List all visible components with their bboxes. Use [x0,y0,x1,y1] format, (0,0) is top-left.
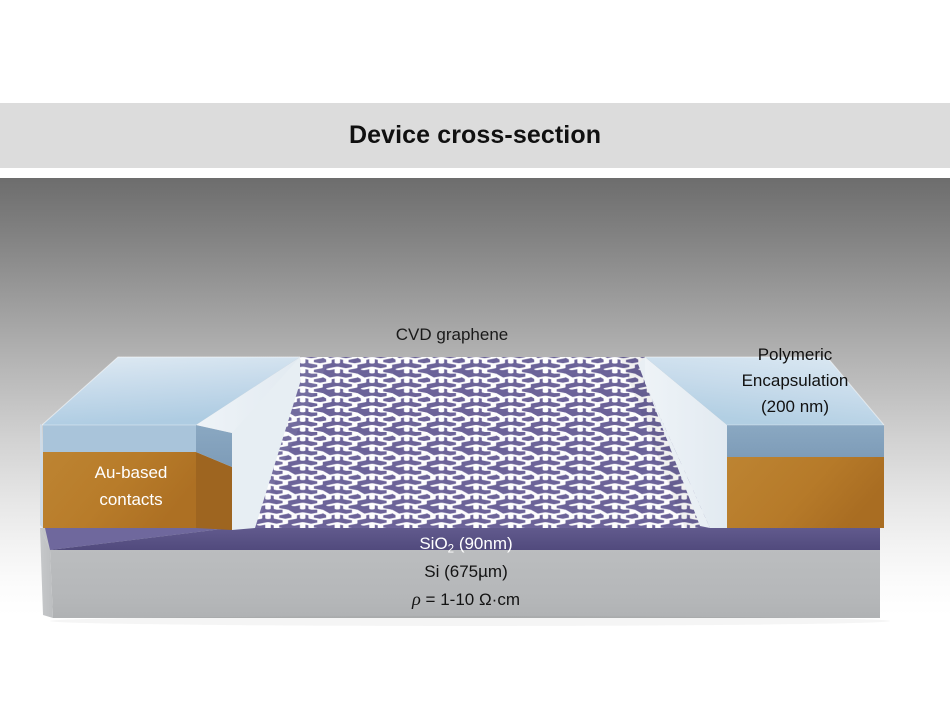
right-electrode-block [638,356,885,528]
page-title: Device cross-section [348,121,602,149]
left-electrode-block [40,356,300,530]
device-illustration [40,356,890,626]
title-bar: Device cross-section [0,103,950,168]
device-cross-section-figure: CVD graphene Polymeric Encapsulation (20… [0,178,950,638]
cvd-graphene-sheet [230,357,710,528]
slab-shadow [50,616,890,626]
